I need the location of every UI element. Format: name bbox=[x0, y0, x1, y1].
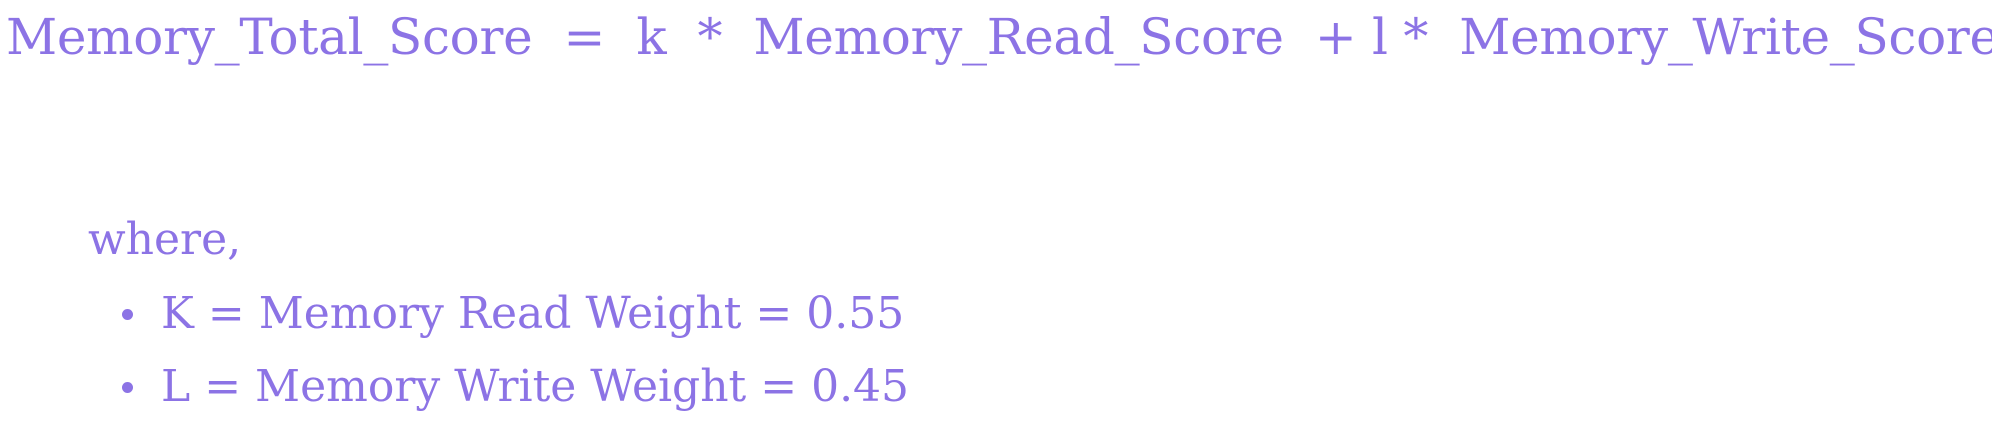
bullet-icon bbox=[122, 382, 133, 393]
formula-line: Memory_Total_Score = k * Memory_Read_Sco… bbox=[6, 8, 1992, 66]
bullet-icon bbox=[122, 309, 133, 320]
definition-text-l: L = Memory Write Weight = 0.45 bbox=[161, 361, 910, 412]
definition-text-k: K = Memory Read Weight = 0.55 bbox=[161, 288, 905, 339]
definition-item-k: K = Memory Read Weight = 0.55 bbox=[122, 292, 904, 336]
where-label: where, bbox=[88, 214, 242, 265]
definition-item-l: L = Memory Write Weight = 0.45 bbox=[122, 365, 909, 409]
